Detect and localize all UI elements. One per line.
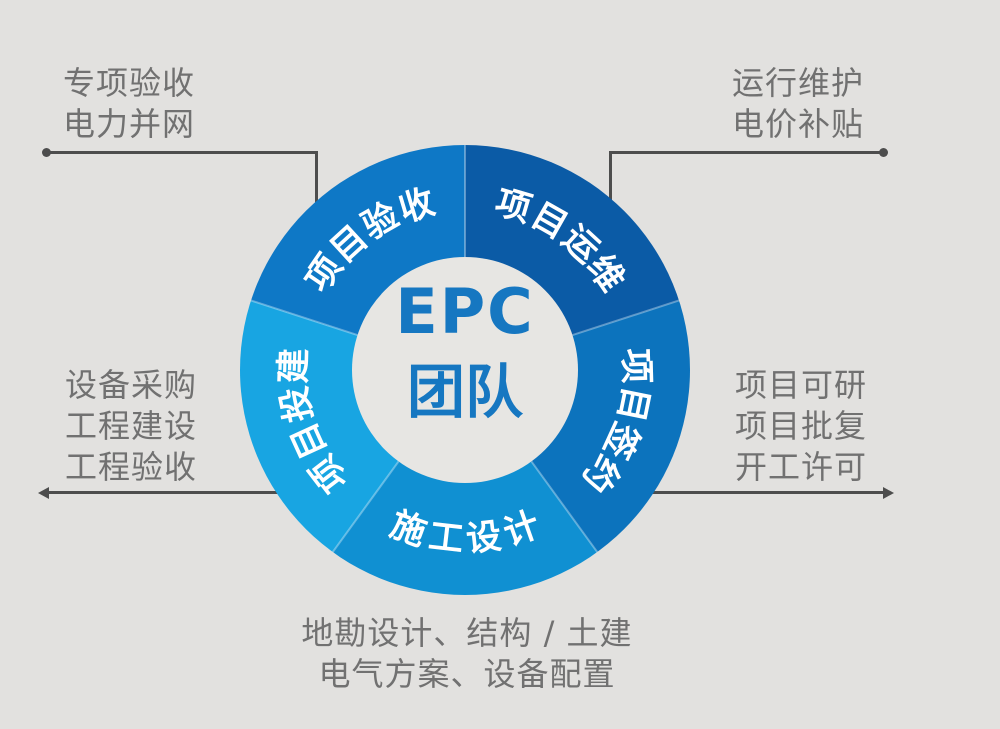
segment-divider xyxy=(572,299,680,337)
annotation-line: 专项验收 xyxy=(63,64,196,102)
segment-label-char: 项 xyxy=(614,347,656,384)
connector-top-right-line xyxy=(610,151,882,154)
annotation-line: 电力并网 xyxy=(63,105,196,143)
segment-divider xyxy=(250,299,358,337)
annotation-line: 地勘设计、结构 / 土建 xyxy=(301,614,633,652)
annotation-line: 项目批复 xyxy=(735,407,868,445)
annotation-top-left: 专项验收 电力并网 xyxy=(63,63,195,145)
segment-label-char: 施 xyxy=(385,505,432,555)
segment-label-char: 设 xyxy=(464,516,504,561)
segment-label-char: 建 xyxy=(274,347,315,384)
connector-mid-left-line xyxy=(47,491,290,494)
annotation-line: 运行维护 xyxy=(732,64,865,102)
annotation-mid-right: 项目可研 项目批复 开工许可 xyxy=(735,365,867,488)
connector-top-left-drop xyxy=(315,151,318,206)
annotation-line: 工程验收 xyxy=(65,448,198,486)
segment-label-char: 计 xyxy=(498,505,545,555)
center-title-epc: EPC xyxy=(395,275,535,348)
connector-top-right-dot xyxy=(879,148,888,157)
ring-center: EPC 团队 xyxy=(352,257,578,483)
connector-mid-left-arrow xyxy=(38,487,49,499)
annotation-top-right: 运行维护 电价补贴 xyxy=(732,63,864,145)
annotation-line: 电气方案、设备配置 xyxy=(318,655,616,693)
connector-mid-right-arrow xyxy=(883,487,894,499)
annotation-mid-left: 设备采购 工程建设 工程验收 xyxy=(65,365,197,488)
segment-label-char: 目 xyxy=(608,382,656,426)
annotation-bottom: 地勘设计、结构 / 土建 电气方案、设备配置 xyxy=(0,613,934,695)
segment-label-char: 投 xyxy=(274,382,322,426)
segment-divider xyxy=(464,145,466,257)
annotation-line: 设备采购 xyxy=(65,366,198,404)
annotation-line: 电价补贴 xyxy=(732,105,865,143)
annotation-line: 开工许可 xyxy=(735,448,868,486)
segment-label-char: 工 xyxy=(426,516,466,561)
connector-top-right-drop xyxy=(609,151,612,204)
center-title-team: 团队 xyxy=(406,358,523,426)
connector-top-left-line xyxy=(46,151,318,154)
epc-process-ring: 项目运维项目签约施工设计项目投建项目验收 EPC 团队 xyxy=(240,145,690,595)
connector-mid-right-line xyxy=(648,491,885,494)
annotation-line: 工程建设 xyxy=(65,407,198,445)
annotation-line: 项目可研 xyxy=(735,366,868,404)
